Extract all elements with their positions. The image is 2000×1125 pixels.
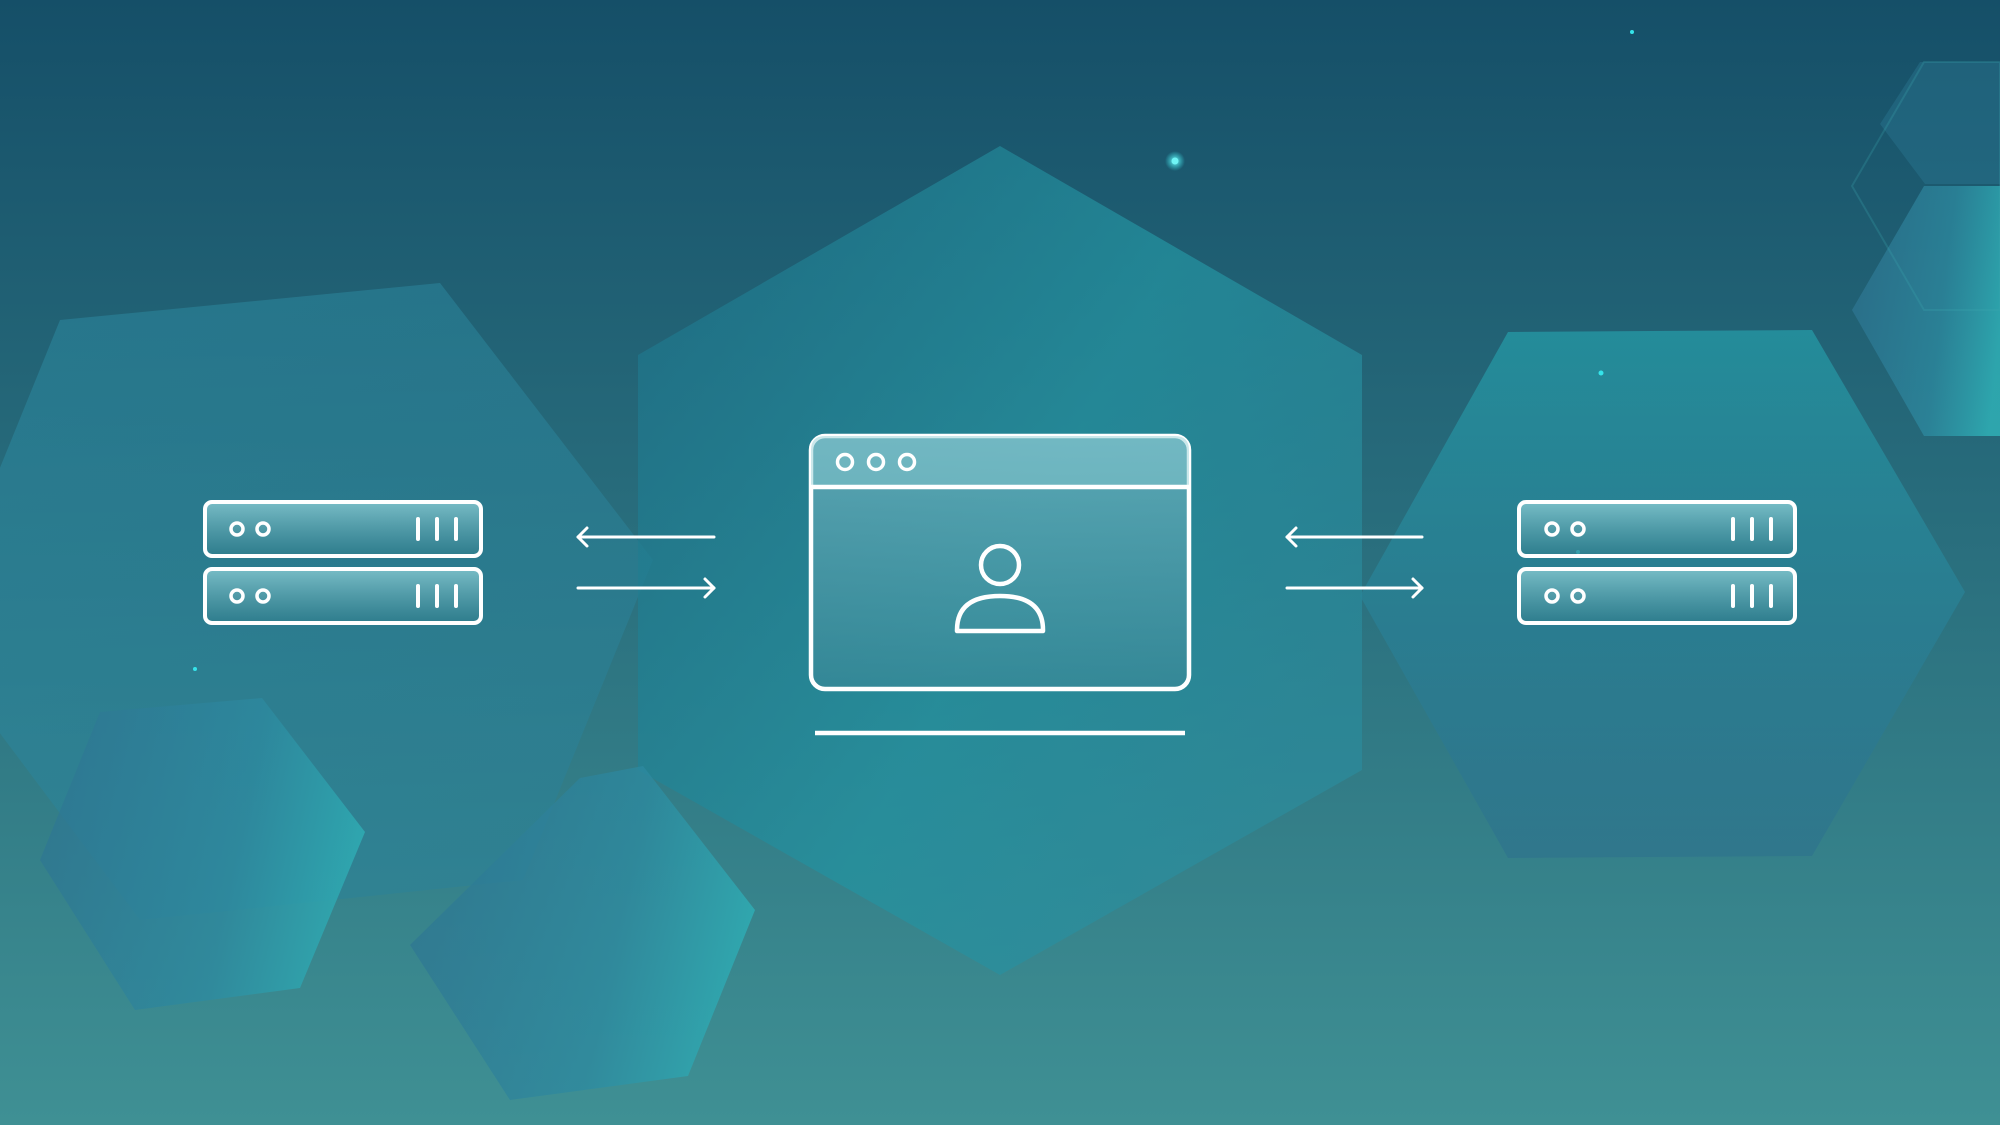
- server-unit: [203, 500, 483, 558]
- server-rack-icon: [203, 500, 483, 625]
- indicator-dot: [229, 588, 245, 604]
- server-unit: [203, 567, 483, 625]
- window-dot-icon: [835, 452, 855, 472]
- arrow-right-icon: [576, 577, 716, 599]
- server-rack-icon: [1517, 500, 1797, 625]
- indicator-dot: [1544, 588, 1560, 604]
- hexagon-right-edge-outline: [1850, 61, 2000, 311]
- indicator-dot: [1570, 521, 1586, 537]
- browser-frame: [808, 433, 1192, 692]
- hexagon-top-right-small: [1880, 62, 2000, 184]
- indicator-dot: [1570, 588, 1586, 604]
- indicator-dot: [1544, 521, 1560, 537]
- arrow-right-icon: [1285, 577, 1424, 599]
- indicator-dot: [255, 588, 271, 604]
- sparkle: [1598, 370, 1604, 376]
- arrow-left-icon: [1285, 526, 1424, 548]
- sparkle: [1171, 157, 1179, 165]
- hexagon-bottom-center-small: [410, 766, 755, 1100]
- browser-title-bar: [811, 436, 1189, 487]
- window-dot-icon: [866, 452, 886, 472]
- hexagon-bottom-left-small: [40, 698, 365, 1010]
- indicator-dot: [229, 521, 245, 537]
- server-unit: [1517, 500, 1797, 558]
- window-dot-icon: [897, 452, 917, 472]
- indicator-dot: [255, 521, 271, 537]
- right-connection-arrows: [1285, 526, 1424, 599]
- hexagon-right-edge: [1852, 186, 2000, 436]
- sparkle: [193, 667, 197, 671]
- user-icon: [954, 543, 1046, 634]
- sparkle: [1630, 30, 1634, 34]
- browser-window-icon: [808, 433, 1192, 736]
- left-connection-arrows: [576, 526, 716, 599]
- arrow-left-icon: [576, 526, 716, 548]
- server-unit: [1517, 567, 1797, 625]
